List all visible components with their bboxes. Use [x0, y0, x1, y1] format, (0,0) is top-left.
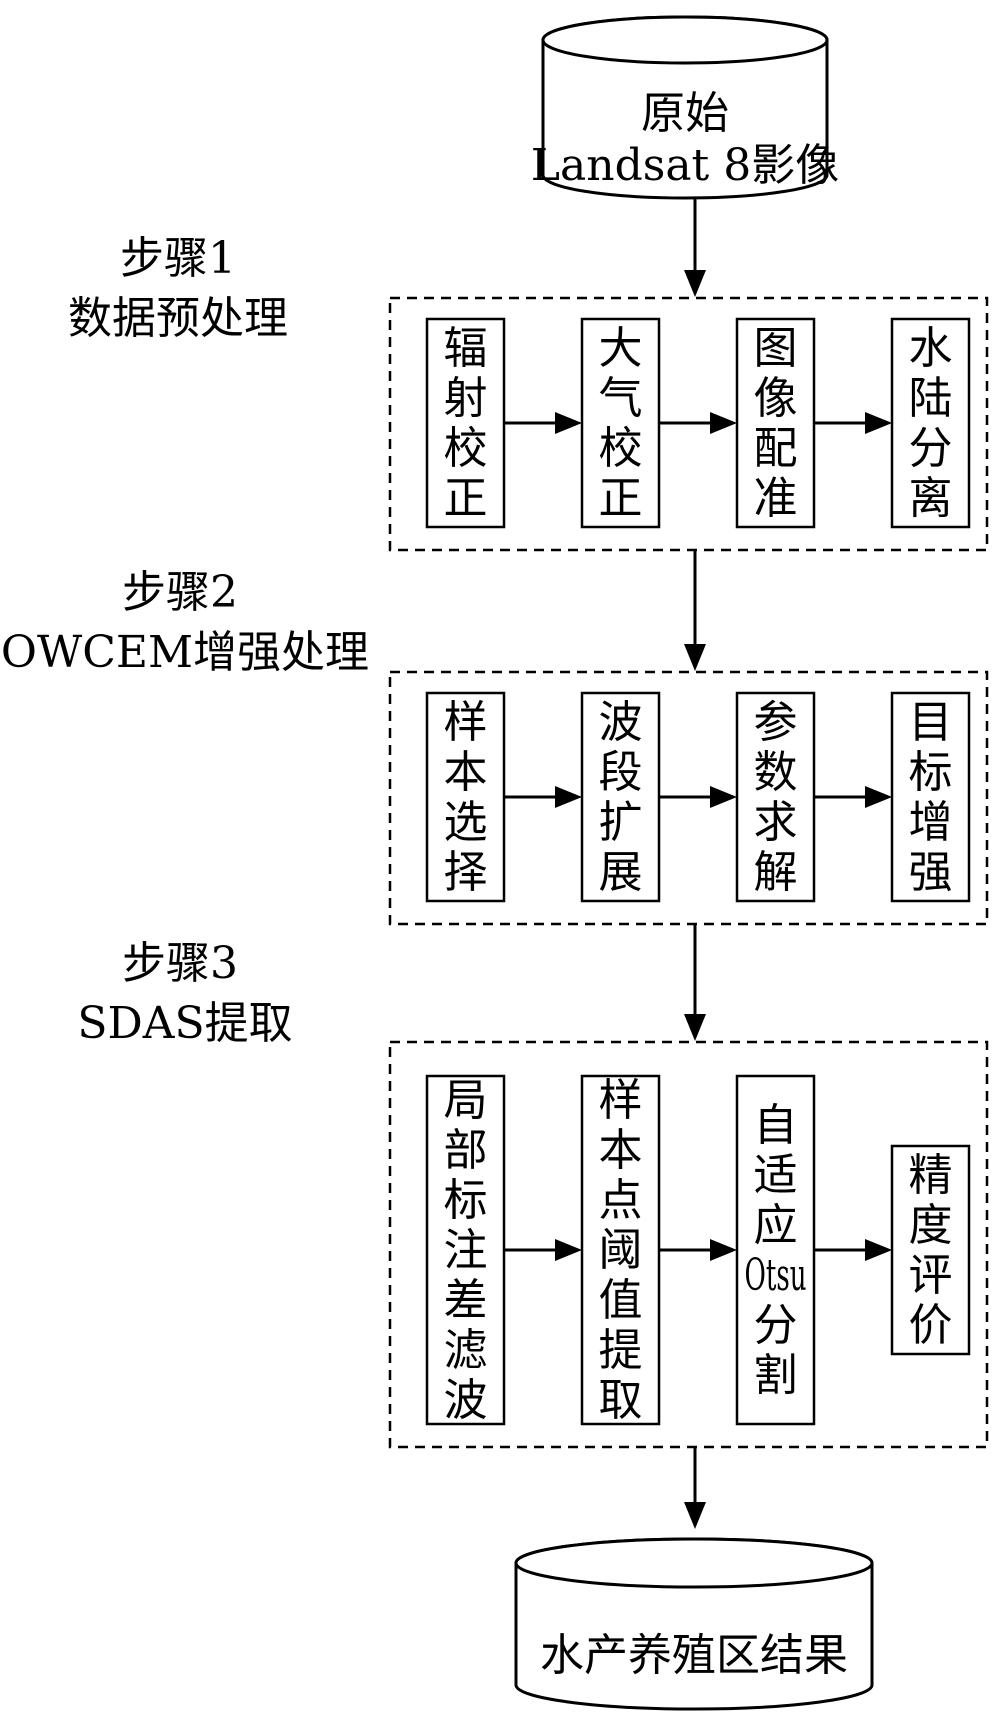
process-box: 样本选择: [425, 691, 506, 903]
step-2-title: 步骤2: [122, 567, 238, 618]
step-1-frame: [388, 296, 989, 552]
arrow-right: [504, 412, 582, 434]
step-2-subtitle: OWCEM增强处理: [1, 627, 369, 678]
process-box: 水陆分离: [890, 317, 971, 529]
step-1-boxes: 辐射校正 大气校正 图像配准 水陆分离: [425, 317, 971, 529]
step-1-label: 步骤1 数据预处理: [68, 233, 288, 344]
process-box: 波段扩展: [580, 691, 661, 903]
process-box: 局部标注差滤波: [425, 1074, 506, 1426]
process-box-label: 样本点阈值提取: [599, 1075, 643, 1426]
process-box-label: 目标增强: [909, 697, 953, 898]
step-3-label: 步骤3 SDAS提取: [77, 938, 292, 1049]
step-2-label: 步骤2 OWCEM增强处理: [1, 567, 369, 678]
step-1-title: 步骤1: [120, 233, 236, 284]
source-label-line1: 原始: [641, 88, 729, 139]
step-2-boxes: 样本选择 波段扩展 参数求解 目标增强: [425, 691, 971, 903]
result-label: 水产养殖区结果: [540, 1630, 848, 1681]
arrow-right: [814, 786, 892, 808]
process-box-label: 精度评价: [909, 1150, 953, 1351]
arrow-source-to-step1: [684, 198, 706, 297]
process-box: 图像配准: [735, 317, 816, 529]
process-box: 目标增强: [890, 691, 971, 903]
arrow-right: [659, 412, 737, 434]
arrow-right: [814, 412, 892, 434]
process-box-label: 大气校正: [599, 323, 643, 524]
arrow-right: [659, 1239, 737, 1261]
process-box: 精度评价: [890, 1144, 971, 1356]
step-3-subtitle: SDAS提取: [77, 998, 292, 1049]
arrow-right: [659, 786, 737, 808]
arrow-step1-to-step2: [684, 551, 706, 671]
process-box-label: 辐射校正: [444, 323, 488, 524]
process-box: 样本点阈值提取: [580, 1074, 661, 1426]
process-box-label: 参数求解: [754, 697, 798, 898]
process-box: 大气校正: [580, 317, 661, 529]
arrow-step2-to-step3: [684, 925, 706, 1041]
source-label-line2: Landsat 8影像: [531, 140, 839, 191]
horizontal-arrows: [504, 412, 892, 1261]
step-3-frame: [388, 1040, 989, 1449]
process-box-label: 水陆分离: [909, 323, 953, 524]
process-box: 参数求解: [735, 691, 816, 903]
arrow-step3-to-result: [684, 1448, 706, 1529]
source-database: 原始 Landsat 8影像: [531, 15, 839, 200]
process-box-label: 样本选择: [444, 697, 488, 898]
process-box-label: 图像配准: [754, 323, 798, 524]
arrow-right: [504, 786, 582, 808]
process-box-label: 局部标注差滤波: [444, 1075, 488, 1426]
process-box: 辐射校正: [425, 317, 506, 529]
step-3-title: 步骤3: [122, 938, 238, 989]
step-1-subtitle: 数据预处理: [68, 293, 288, 344]
process-box-label: 波段扩展: [599, 697, 643, 898]
result-database: 水产养殖区结果: [514, 1537, 874, 1711]
step-2-frame: [388, 670, 989, 926]
arrow-right: [504, 1239, 582, 1261]
arrow-right: [814, 1239, 892, 1261]
